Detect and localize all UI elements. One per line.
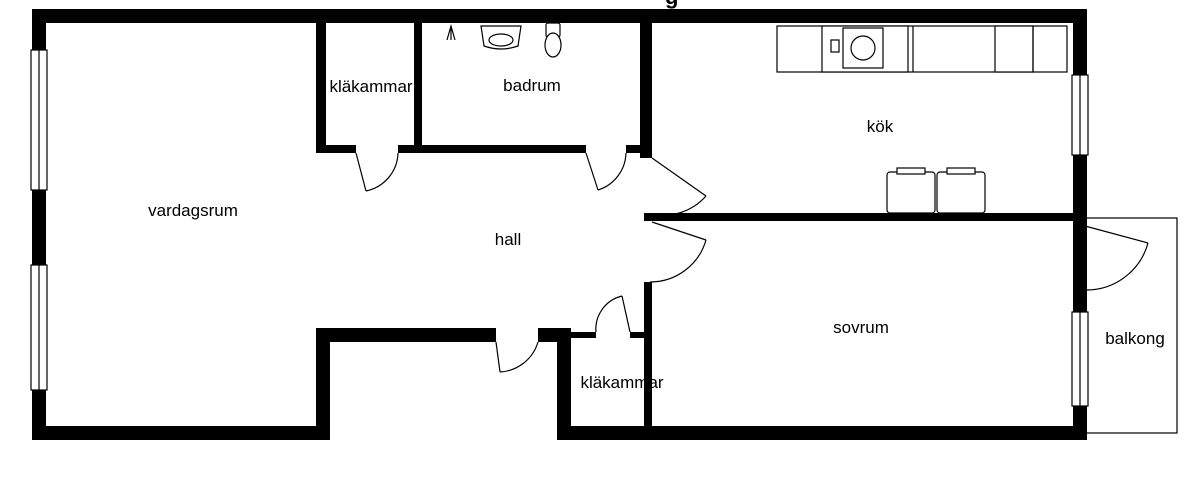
label-sovrum: sovrum: [833, 318, 889, 337]
label-vardagsrum: vardagsrum: [148, 201, 238, 220]
bathroom-fixtures: [446, 22, 562, 58]
label-badrum: badrum: [503, 76, 561, 95]
title-fragment: g: [665, 0, 678, 9]
interior-walls: [316, 20, 1087, 432]
label-klakammare-bottom: kläkammar: [580, 373, 663, 392]
label-hall: hall: [495, 230, 521, 249]
room-labels: vardagsrum kläkammar badrum kök hall sov…: [148, 76, 1165, 392]
label-balkong: balkong: [1105, 329, 1165, 348]
balcony-outline: [1084, 217, 1178, 434]
label-klakammare-top: kläkammar: [329, 77, 412, 96]
outer-walls: [32, 9, 1087, 440]
doors: [355, 152, 1149, 373]
label-kok: kök: [867, 117, 894, 136]
kitchen-fixtures: [776, 25, 1068, 214]
windows: [30, 49, 1089, 407]
